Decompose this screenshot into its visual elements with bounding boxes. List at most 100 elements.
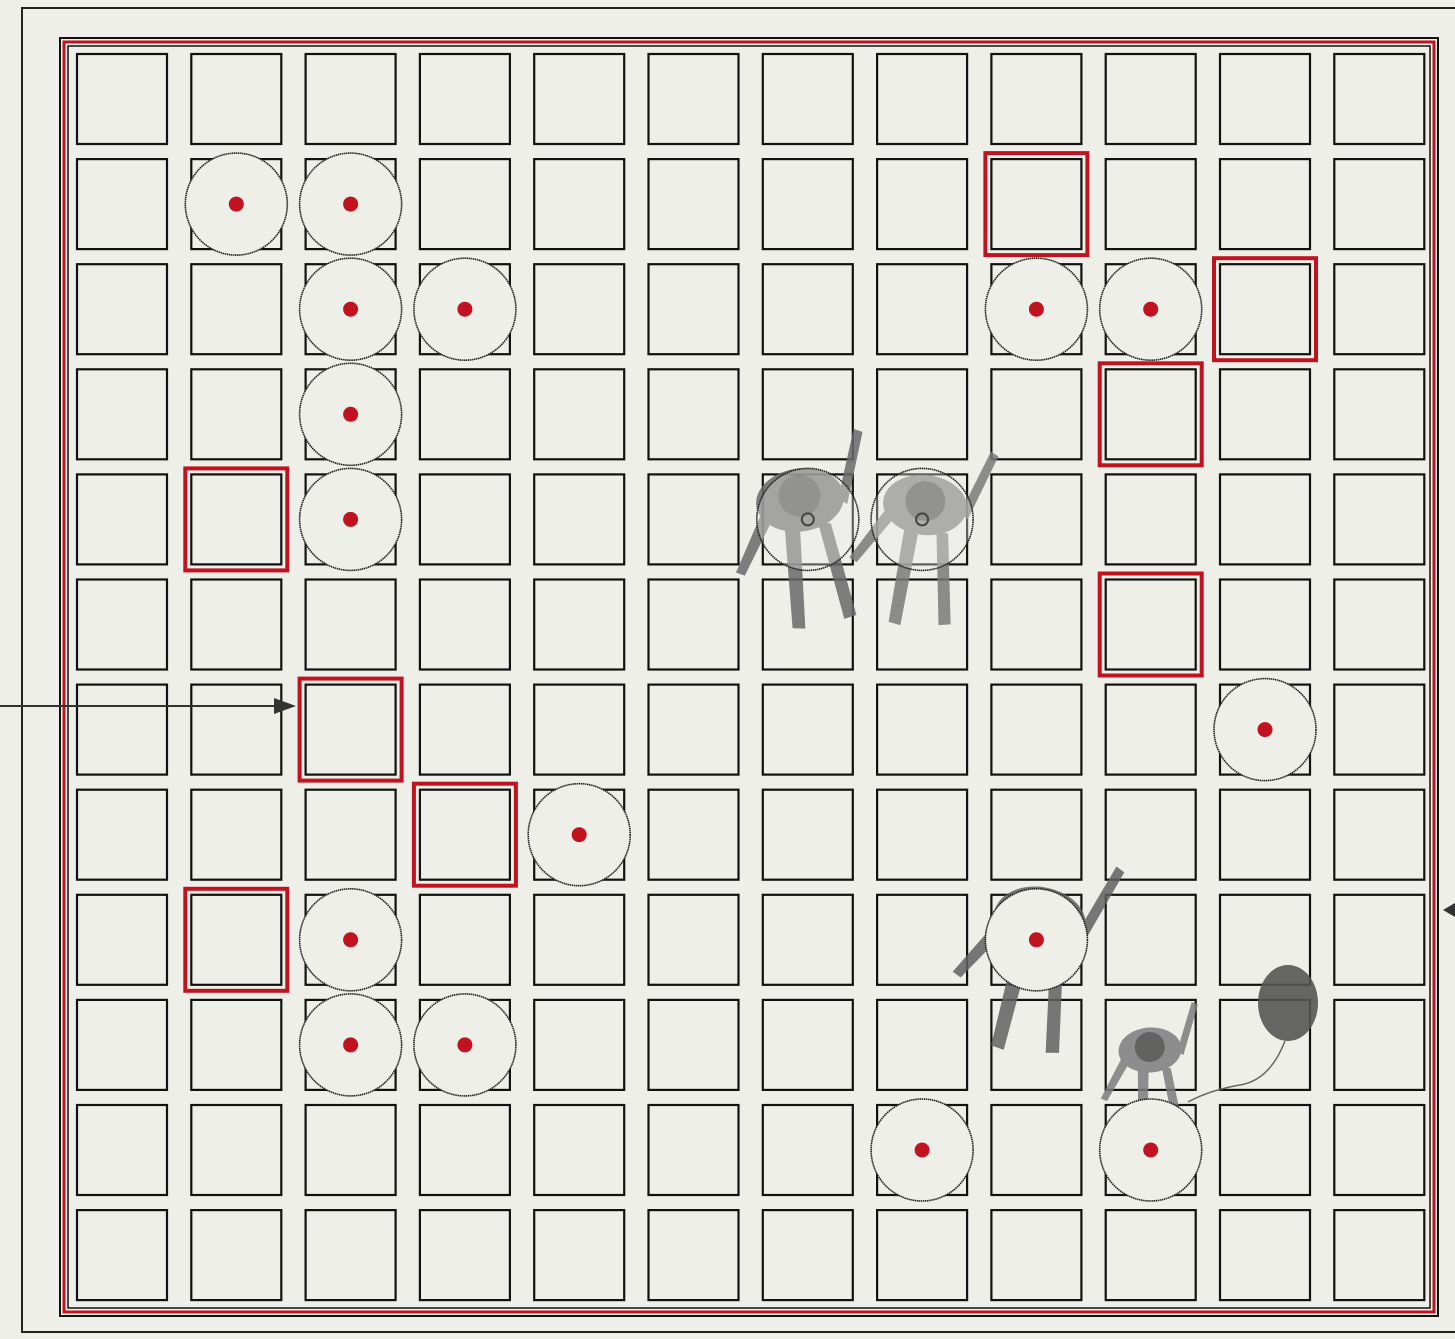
grid-cell	[1334, 159, 1424, 249]
grid-cell	[1334, 790, 1424, 880]
grid-cell	[306, 1210, 396, 1300]
grid-cell	[1106, 580, 1196, 670]
red-center-dot	[1029, 932, 1044, 947]
arrow-left-icon	[1443, 903, 1455, 917]
grid-cell	[77, 264, 167, 354]
grid-cell	[763, 1000, 853, 1090]
grid-cell	[1334, 1210, 1424, 1300]
grid-cell	[306, 790, 396, 880]
balloon-string	[1188, 1041, 1285, 1102]
grid-cell	[420, 1210, 510, 1300]
grid-cell	[649, 580, 739, 670]
grid-cell	[649, 1000, 739, 1090]
grid-cell	[306, 1105, 396, 1195]
grid-cells	[77, 54, 1424, 1300]
red-center-dot	[343, 197, 358, 212]
grid-cell	[420, 1105, 510, 1195]
red-center-dot	[915, 1143, 930, 1158]
grid-cell	[649, 1105, 739, 1195]
grid-cell	[991, 580, 1081, 670]
grid-cell	[1106, 369, 1196, 459]
red-outlined-cell	[1100, 363, 1202, 465]
grid-cell	[877, 54, 967, 144]
grid-cell	[877, 580, 967, 670]
red-outlined-cell	[185, 889, 287, 991]
grid-cell	[534, 895, 624, 985]
grid-cell	[1334, 264, 1424, 354]
grid-cell	[191, 1000, 281, 1090]
grid-cell	[649, 369, 739, 459]
red-center-dot	[457, 1037, 472, 1052]
balloon-body	[1258, 965, 1318, 1041]
grid-cell	[991, 1210, 1081, 1300]
grid-cell	[534, 1000, 624, 1090]
grid-cell	[1220, 54, 1310, 144]
grid-cell	[763, 685, 853, 775]
grid-cell	[991, 790, 1081, 880]
grid-cell	[191, 264, 281, 354]
grid-cell	[1334, 580, 1424, 670]
grid-cell	[763, 790, 853, 880]
grid-cell	[649, 474, 739, 564]
grid-cell	[534, 580, 624, 670]
red-outlined-cell	[300, 679, 402, 781]
grid-cell	[77, 54, 167, 144]
grid-cell	[534, 685, 624, 775]
grid-cell	[1334, 1105, 1424, 1195]
grid-cell	[77, 685, 167, 775]
grid-cell	[991, 474, 1081, 564]
grid-cell	[1220, 369, 1310, 459]
grid-cell	[991, 159, 1081, 249]
grid-cell	[77, 580, 167, 670]
grid-cell	[649, 685, 739, 775]
grid-cell	[877, 1000, 967, 1090]
grid-cell	[534, 369, 624, 459]
grid-cell	[534, 54, 624, 144]
arrow-right-icon	[0, 698, 296, 714]
grid-cell	[534, 1210, 624, 1300]
person-arm	[1098, 1054, 1133, 1101]
grid-cell	[877, 159, 967, 249]
red-center-dot	[343, 1037, 358, 1052]
red-center-dot	[343, 512, 358, 527]
circle-marker	[757, 468, 859, 570]
grid-cell	[191, 580, 281, 670]
grid-cell	[649, 264, 739, 354]
grid-cell	[191, 895, 281, 985]
red-outlined-cell	[1100, 574, 1202, 676]
grid-cell	[1220, 1210, 1310, 1300]
grid-cell	[191, 474, 281, 564]
grid-cell	[420, 580, 510, 670]
grid-cell	[534, 159, 624, 249]
grid-cell	[420, 895, 510, 985]
grid-cell	[77, 474, 167, 564]
grid-cell	[77, 369, 167, 459]
grid-cell	[1106, 685, 1196, 775]
grid-cell	[1106, 159, 1196, 249]
grid-cell	[877, 369, 967, 459]
grid-cell	[1334, 54, 1424, 144]
grid-cell	[763, 264, 853, 354]
grid-cell	[649, 159, 739, 249]
grid-cell	[77, 1000, 167, 1090]
red-center-dot	[457, 302, 472, 317]
grid-cell	[1106, 474, 1196, 564]
grid-cell	[1220, 474, 1310, 564]
grid-cell	[306, 54, 396, 144]
grid-cell	[306, 580, 396, 670]
grid-cell	[191, 1105, 281, 1195]
grid-cell	[1334, 369, 1424, 459]
grid-cell	[420, 474, 510, 564]
grid-cell	[763, 895, 853, 985]
grid-cell	[1106, 1210, 1196, 1300]
grid-cell	[534, 264, 624, 354]
grid-cell	[991, 54, 1081, 144]
grid-cell	[1334, 685, 1424, 775]
red-center-dot	[572, 827, 587, 842]
grid-cell	[1106, 54, 1196, 144]
grid-cell	[420, 685, 510, 775]
grid-cell	[191, 1210, 281, 1300]
grid-cell	[1106, 895, 1196, 985]
